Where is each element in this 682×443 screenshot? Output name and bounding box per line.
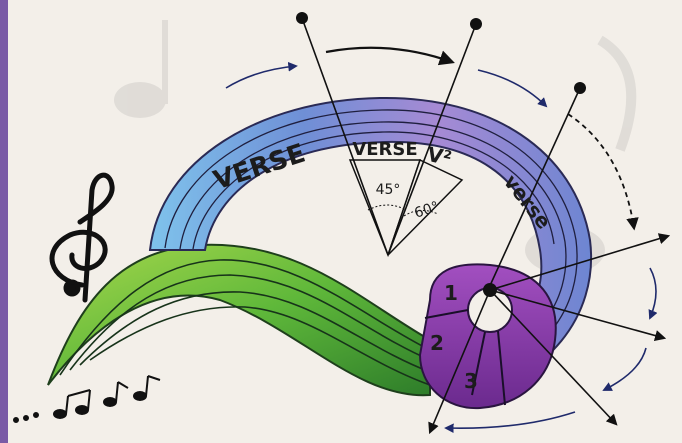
angle-45-label: 45° <box>376 182 401 198</box>
section-2-label: 2 <box>430 331 444 355</box>
left-edge-bar <box>0 0 8 443</box>
section-3-label: 3 <box>464 369 478 393</box>
core-center-dot <box>483 283 497 297</box>
section-1-label: 1 <box>444 281 458 305</box>
needle-head-3 <box>574 82 586 94</box>
needle-head-1 <box>296 12 308 24</box>
needle-head-2 <box>470 18 482 30</box>
v2-label: V² <box>425 142 454 171</box>
verse-label-middle: VERSE <box>352 139 417 160</box>
